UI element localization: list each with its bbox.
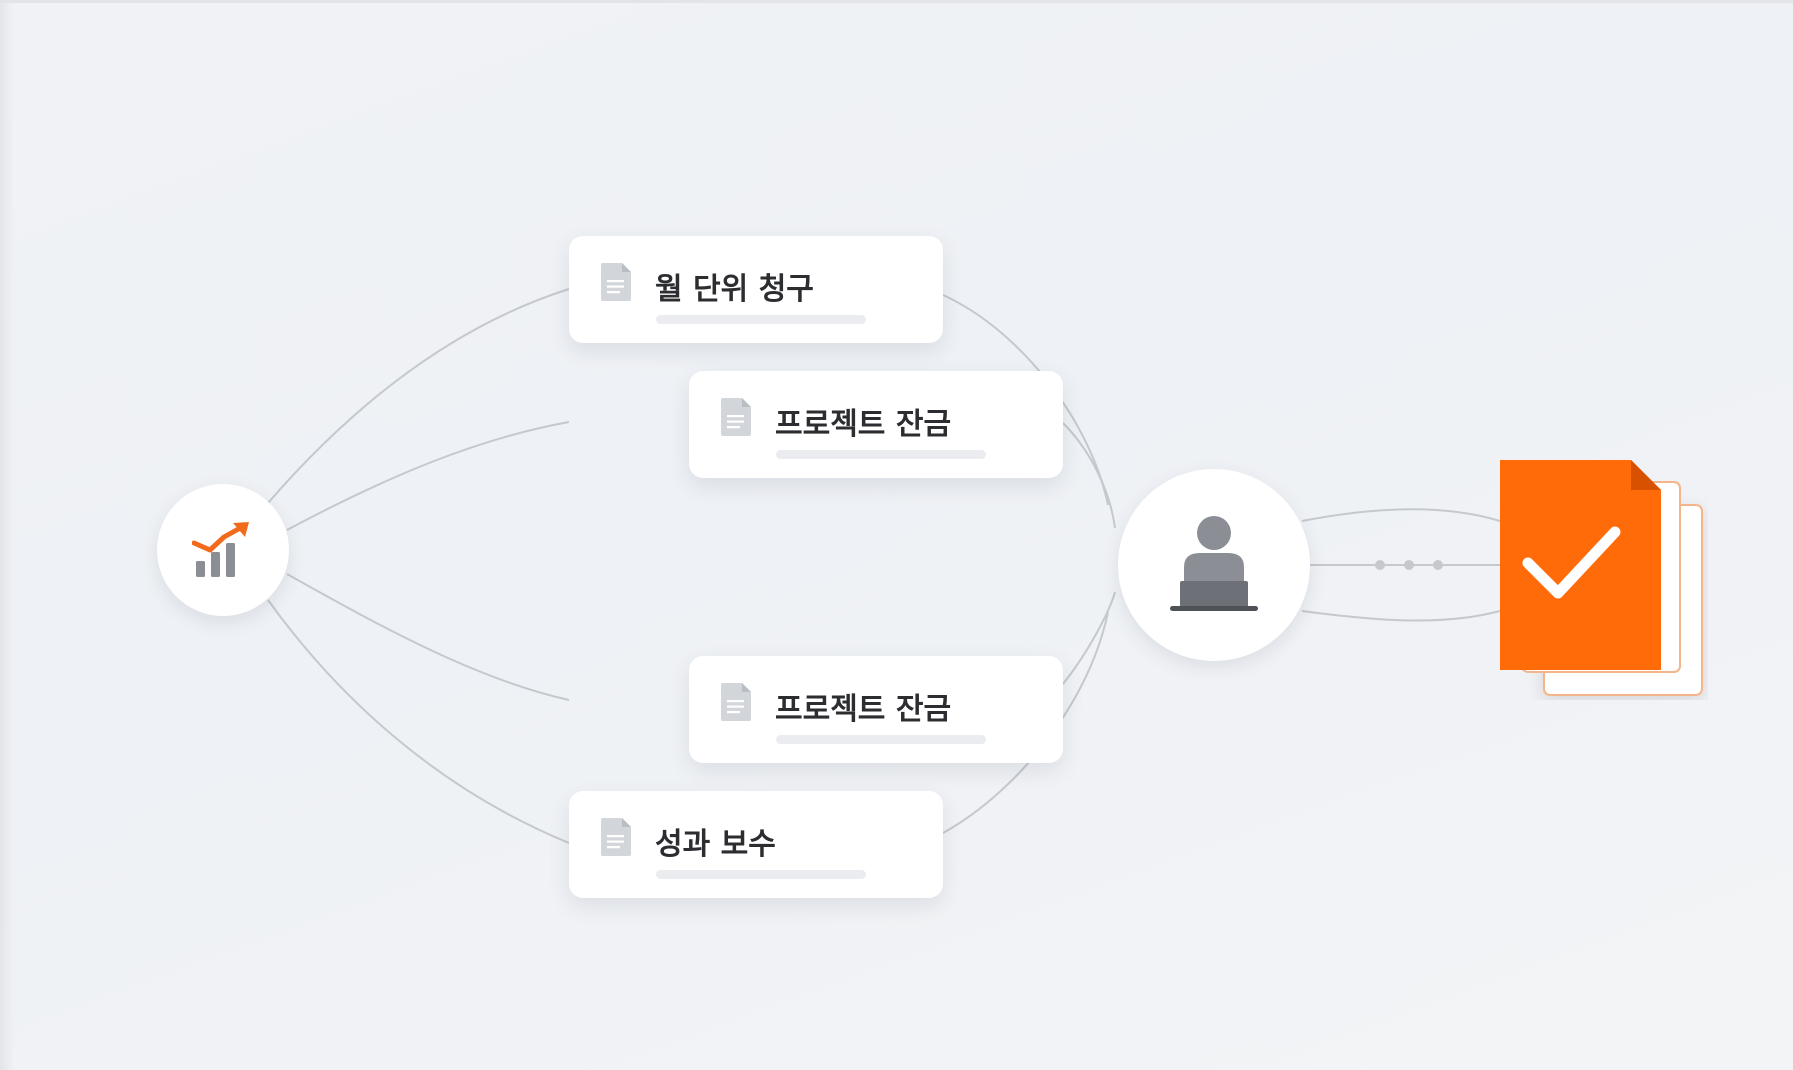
card-label: 월 단위 청구 <box>655 272 814 307</box>
document-icon <box>601 263 631 301</box>
growth-chart-icon <box>192 522 249 577</box>
connector-person-to-result-top <box>1301 508 1501 522</box>
flow-dot <box>1404 560 1414 570</box>
flow-dot <box>1433 560 1443 570</box>
connector-source-to-card-4 <box>267 599 570 844</box>
flow-dot <box>1375 560 1385 570</box>
approved-document-stack <box>1498 460 1708 700</box>
recipient-node <box>1118 469 1310 661</box>
payment-card-monthly-billing: 월 단위 청구 <box>569 236 943 343</box>
person-at-desk-icon <box>1170 516 1258 611</box>
card-label: 프로젝트 잔금 <box>775 692 952 727</box>
payment-card-project-balance-2: 프로젝트 잔금 <box>689 656 1063 763</box>
connector-source-to-card-3 <box>286 573 570 701</box>
placeholder-bar <box>656 870 866 879</box>
placeholder-bar <box>776 450 986 459</box>
placeholder-bar <box>656 315 866 324</box>
document-icon <box>601 818 631 856</box>
connector-card-2-to-person <box>1062 422 1116 529</box>
approved-document-check-icon <box>1500 460 1703 696</box>
card-label: 성과 보수 <box>655 827 776 862</box>
connector-card-3-to-person <box>1062 591 1116 685</box>
payment-card-performance-fee: 성과 보수 <box>569 791 943 898</box>
placeholder-bar <box>776 735 986 744</box>
source-node <box>157 484 289 616</box>
left-edge-shade <box>0 0 14 1070</box>
connector-source-to-card-2 <box>286 421 570 531</box>
card-label: 프로젝트 잔금 <box>775 407 952 442</box>
connector-source-to-card-1 <box>267 288 570 504</box>
top-edge-line <box>0 0 1793 3</box>
document-icon <box>721 683 751 721</box>
payment-card-project-balance: 프로젝트 잔금 <box>689 371 1063 478</box>
document-icon <box>721 398 751 436</box>
connector-person-to-result-bottom <box>1301 610 1501 622</box>
